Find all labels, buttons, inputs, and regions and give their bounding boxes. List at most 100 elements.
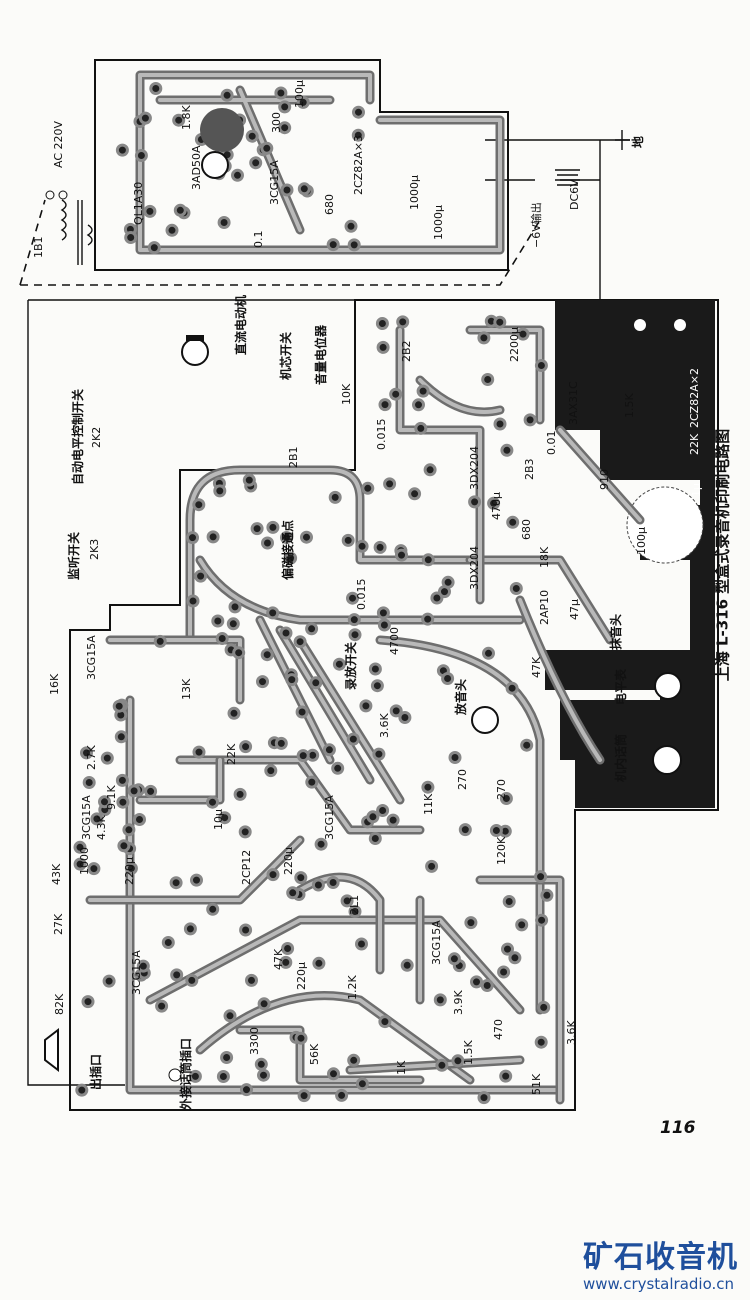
solder-pad <box>188 1069 202 1083</box>
solder-pad <box>266 868 280 882</box>
solder-pad <box>274 736 288 750</box>
solder-pad <box>186 594 200 608</box>
solder-pad <box>376 804 390 817</box>
solder-pad <box>332 657 346 671</box>
solder-pad <box>328 490 342 504</box>
label-r11k: 11K <box>422 793 435 815</box>
copper-trace <box>398 328 642 602</box>
solder-pad <box>75 1083 89 1097</box>
label-r43k-a: 4.3K <box>95 815 108 840</box>
label-c47u: 47μ <box>568 599 581 620</box>
solder-pad <box>223 1009 237 1023</box>
label-c001: 0.01 <box>545 431 558 456</box>
label-3cg15a-1: 3CG15A <box>85 635 98 680</box>
solder-pad <box>309 676 323 690</box>
label-c3: 1000μ <box>408 175 421 210</box>
label-r36k-a: 3.6K <box>378 713 391 738</box>
solder-pad <box>331 761 345 775</box>
solder-pad <box>73 840 87 854</box>
solder-pad <box>423 463 437 477</box>
dashed-link <box>19 199 541 286</box>
label-2ap10: 2AP10 <box>538 590 551 625</box>
solder-pad <box>155 999 169 1013</box>
solder-pad <box>285 673 299 687</box>
speaker-outline <box>626 486 704 564</box>
solder-pad <box>278 121 292 135</box>
solder-pad <box>506 515 520 529</box>
solder-pad <box>245 129 259 143</box>
label-r18k: 18K <box>538 546 551 568</box>
solder-pad <box>297 182 311 196</box>
transformer-core-icon <box>200 108 244 152</box>
solder-pad <box>211 614 225 628</box>
solder-pad <box>408 487 422 501</box>
motor-brush-icon <box>186 335 204 341</box>
watermark-url: www.crystalradio.cn <box>583 1275 735 1293</box>
solder-pad <box>260 141 274 155</box>
label-battery: DC6V <box>568 179 581 210</box>
solder-pad <box>346 732 360 746</box>
solder-pad <box>383 477 397 491</box>
solder-pad <box>112 699 126 713</box>
solder-pad <box>355 539 369 553</box>
solder-pad <box>153 634 167 648</box>
solder-pad <box>355 937 368 951</box>
solder-pad <box>400 958 414 972</box>
watermark-name: 矿石收音机 <box>583 1240 738 1275</box>
label-r39k: 3.9K <box>452 990 465 1015</box>
label-c3300: 3300 <box>248 1027 261 1055</box>
solder-pad <box>370 679 384 693</box>
solder-pad <box>378 1015 392 1029</box>
label-r91k: 9.1K <box>105 785 118 810</box>
copper-trace <box>198 558 522 802</box>
solder-pad <box>493 315 507 329</box>
solder-pad <box>480 979 494 992</box>
copper-trace <box>188 468 472 642</box>
solder-pad <box>368 662 382 676</box>
solder-pad <box>516 327 530 341</box>
label-diodes: 2CZ82A×3 <box>352 135 365 195</box>
solder-pad <box>509 582 523 595</box>
solder-pad <box>355 1077 369 1091</box>
solder-pad <box>185 973 199 987</box>
solder-pad <box>499 792 513 805</box>
solder-pad <box>114 730 128 744</box>
solder-pad <box>433 993 447 1007</box>
solder-pad <box>493 417 507 431</box>
solder-pad <box>127 784 141 798</box>
label-r3: 680 <box>323 194 336 215</box>
label-core-switch: 机芯开关 <box>278 332 293 380</box>
label-r270b: 270 <box>495 779 508 800</box>
label-r27k: 27K <box>52 913 65 935</box>
label-r51k: 51K <box>530 1073 543 1095</box>
solder-pad <box>102 974 116 988</box>
solder-pad <box>416 384 430 398</box>
label-r910: 910 <box>598 469 611 490</box>
solder-pad <box>386 813 400 827</box>
solder-pad <box>375 317 389 330</box>
solder-pad <box>346 591 359 605</box>
solder-pad <box>242 473 256 487</box>
solder-pad <box>389 704 403 718</box>
label-c220u-b: 220μ <box>282 847 295 875</box>
solder-pad <box>502 895 516 908</box>
label-c1000: 1000 <box>78 847 91 875</box>
label-3ax31c: 3AX31C <box>567 381 580 425</box>
label-transformer: 1B1 <box>32 236 45 258</box>
solder-pad <box>169 876 183 890</box>
solder-pad <box>366 810 380 824</box>
solder-pad <box>534 359 548 372</box>
solder-pad <box>260 648 274 662</box>
diagram-title: 上海 L-316 型盒式录音机印刷电路图 <box>713 428 732 682</box>
label-r36k-b: 3.6K <box>565 1020 578 1045</box>
solder-pad <box>501 942 514 956</box>
level-meter-icon <box>654 672 682 700</box>
solder-pad <box>116 795 130 809</box>
label-play-head: 放音头 <box>453 679 468 716</box>
solder-pad <box>368 832 382 845</box>
label-3dx204a: 3DX204 <box>468 446 481 490</box>
solder-pad <box>266 520 280 534</box>
label-rectifier: QL1A30 <box>132 182 145 225</box>
solder-pad <box>535 913 549 927</box>
ac-plug-icon <box>45 190 55 200</box>
